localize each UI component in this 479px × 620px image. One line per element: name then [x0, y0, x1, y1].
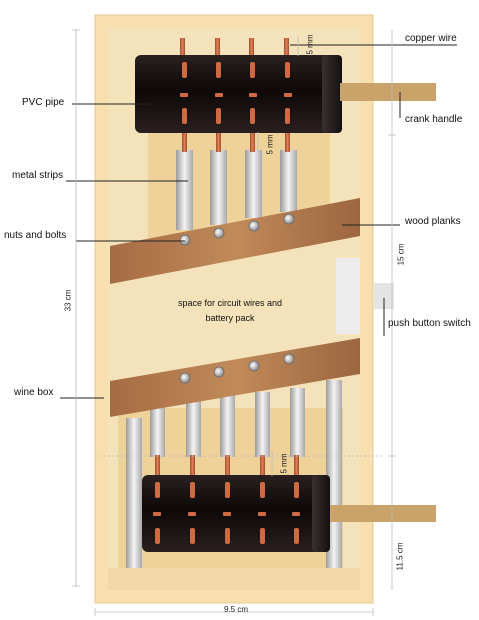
copper-wire [182, 130, 187, 152]
copper-wire [180, 38, 185, 58]
copper-wire [249, 38, 254, 58]
copper-wire [225, 455, 230, 477]
pvc-copper-pegs [180, 62, 292, 124]
bolt [179, 234, 191, 246]
copper-wire [155, 455, 160, 477]
lower-metal-strips [150, 388, 305, 457]
upper-copper-wires [180, 38, 290, 152]
lower-crank-handle [326, 505, 436, 522]
bolt [283, 353, 295, 365]
upper-bolts [179, 213, 295, 246]
bolt [213, 366, 225, 378]
bolt [248, 220, 260, 232]
copper-wire [215, 38, 220, 58]
pvc-pipe-end [312, 475, 330, 552]
metal-strip [280, 150, 297, 212]
copper-wire [284, 38, 289, 58]
copper-wire [190, 455, 195, 477]
leader-lines [60, 44, 457, 399]
upper-wood-plank [110, 198, 360, 284]
lower-wood-plank [110, 338, 360, 417]
upper-crank-handle [340, 83, 436, 101]
left-rail [126, 418, 142, 568]
metal-strip [220, 395, 235, 457]
lower-pvc-pipe [142, 475, 330, 552]
bolt [179, 372, 191, 384]
copper-wire [285, 130, 290, 152]
dimension-lines [72, 29, 396, 616]
pvc-pipe-body [142, 475, 322, 552]
metal-strip [255, 392, 270, 457]
copper-wire [260, 455, 265, 477]
metal-strip [245, 150, 262, 218]
copper-wire [294, 455, 299, 477]
metal-strip [210, 150, 227, 225]
metal-strip [176, 150, 193, 230]
pvc-pipe-body [135, 55, 335, 133]
bolt [248, 360, 260, 372]
bolt [283, 213, 295, 225]
lower-bolts [179, 353, 295, 384]
switch-housing [336, 258, 360, 334]
bolt [213, 227, 225, 239]
push-button-switch [374, 283, 394, 309]
metal-strip [150, 405, 165, 457]
pvc-copper-pegs [153, 482, 300, 544]
upper-pvc-pipe [135, 55, 342, 133]
metal-strip [290, 388, 305, 457]
copper-wire [216, 130, 221, 152]
lower-copper-wires [155, 455, 299, 477]
upper-metal-strips [176, 150, 297, 230]
metal-strip [186, 400, 201, 457]
box-bottom-lip [108, 568, 360, 590]
pvc-pipe-end [322, 55, 342, 133]
copper-wire [250, 130, 255, 152]
